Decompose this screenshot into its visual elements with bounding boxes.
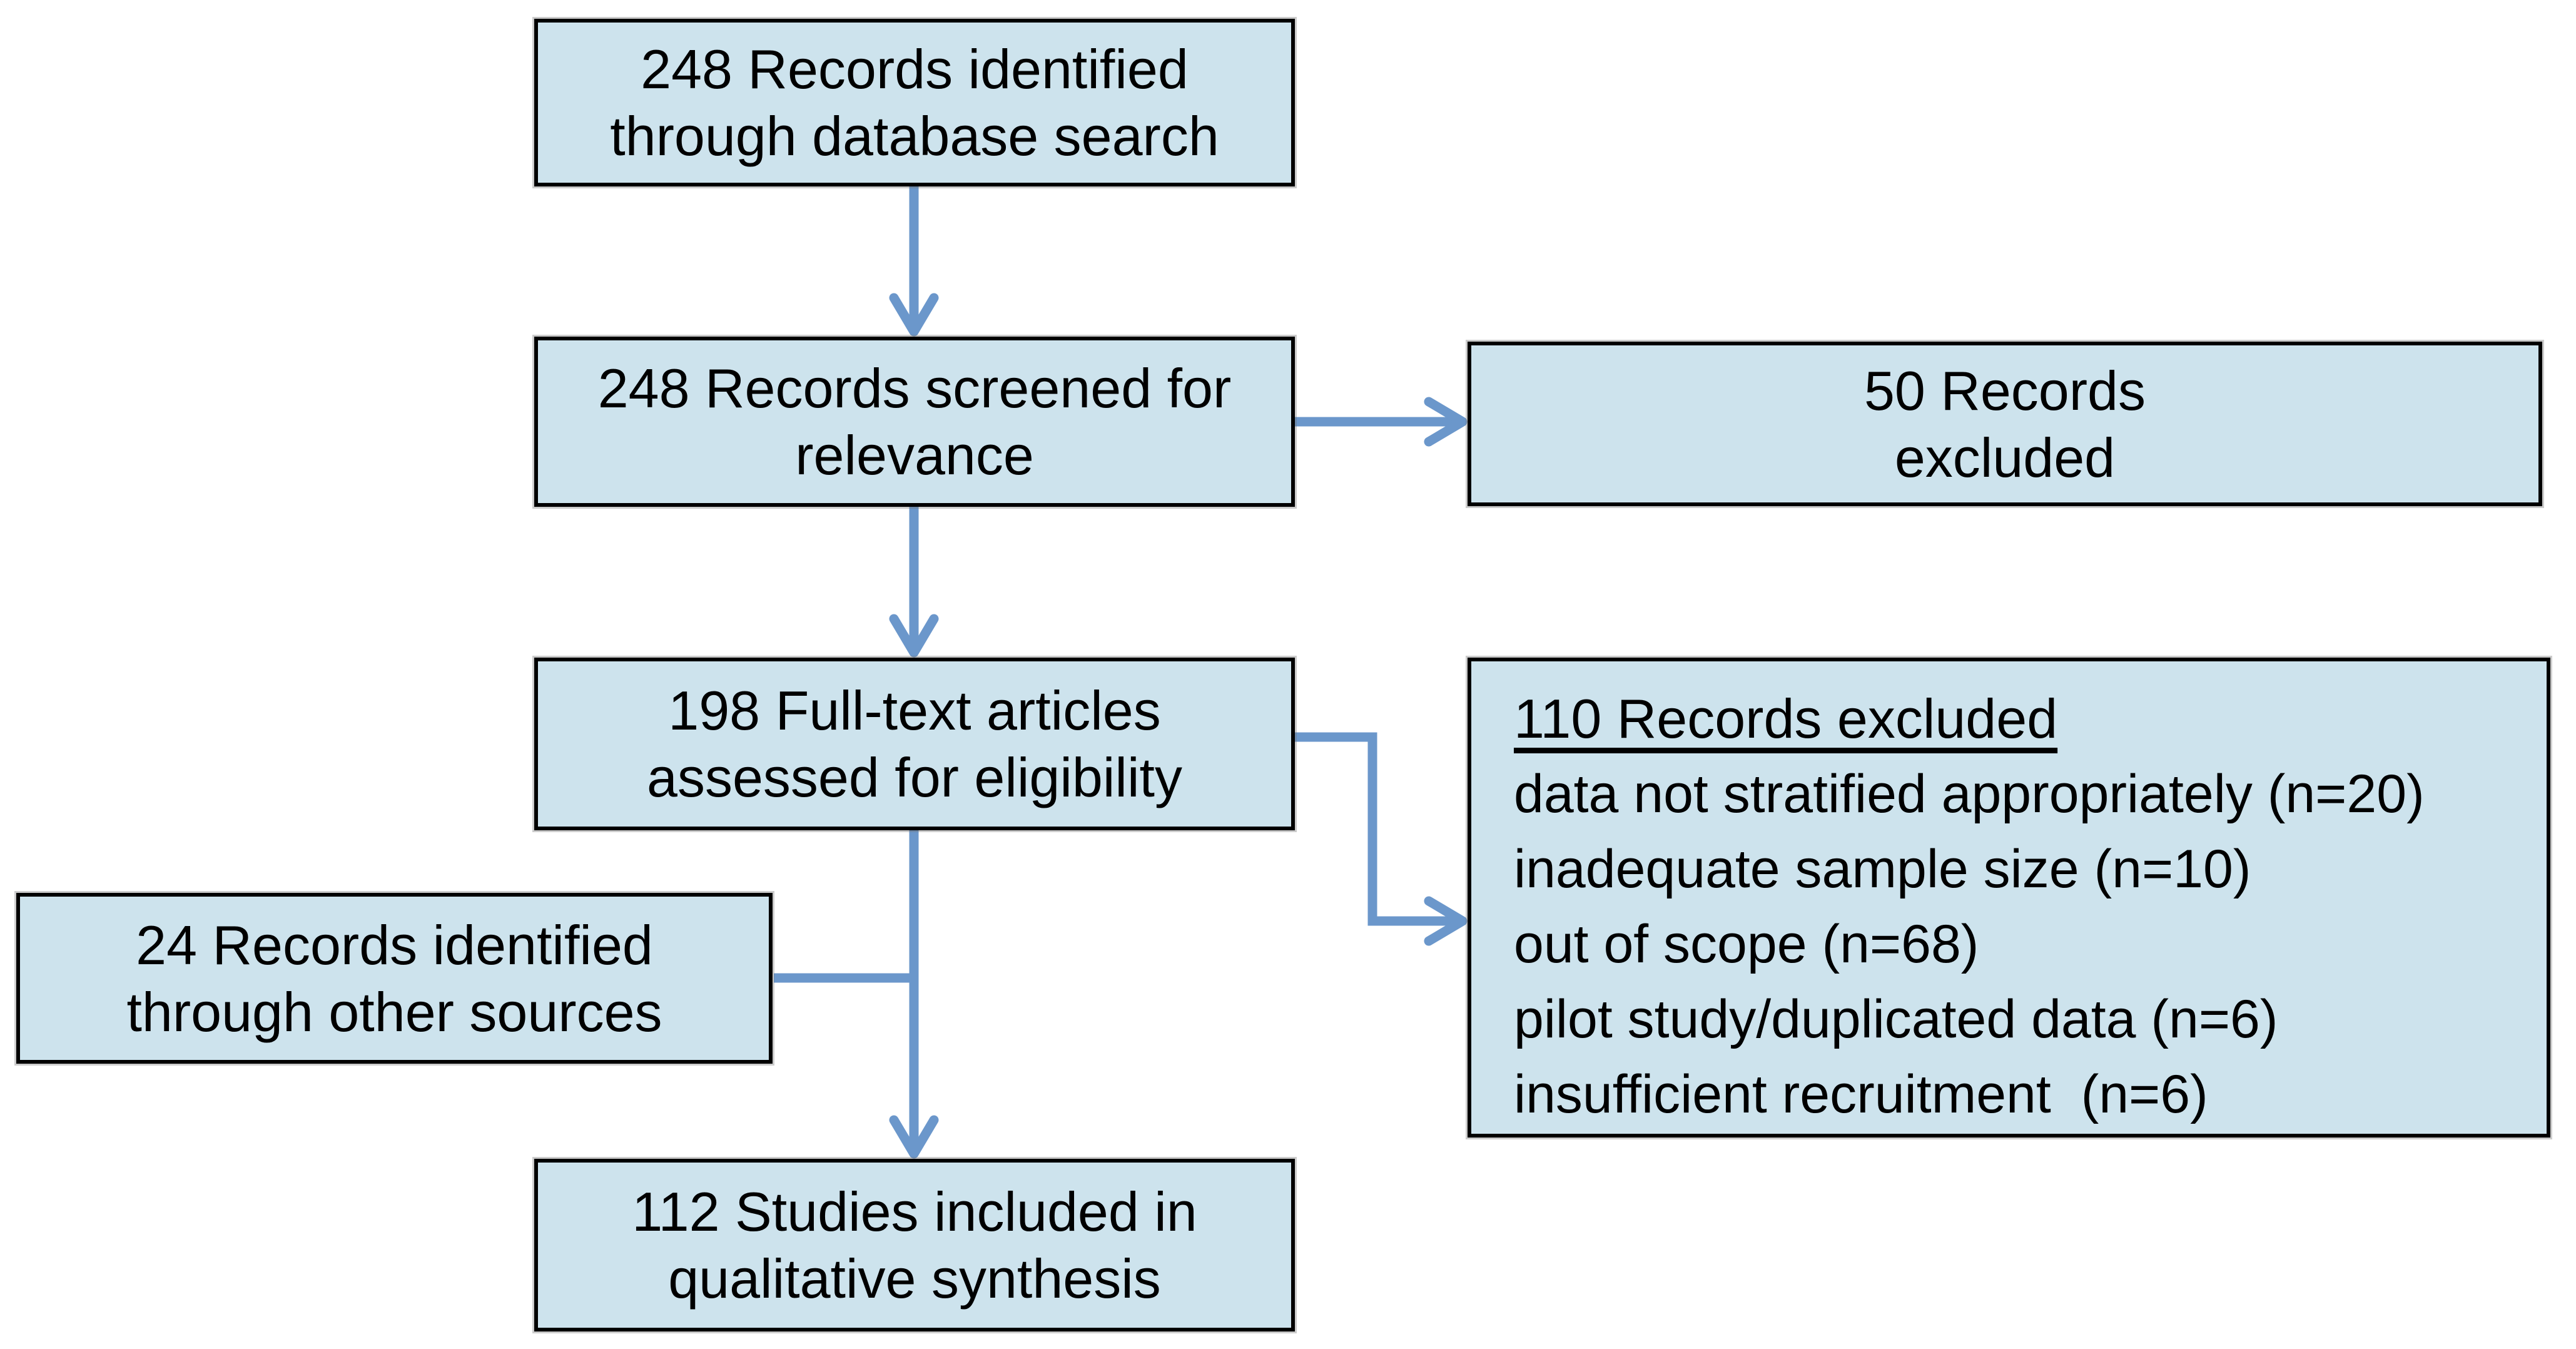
arrow-fulltext-to-excluded110 [1295, 732, 1468, 946]
box-fulltext-assessed-label: 198 Full-text articles assessed for elig… [647, 680, 1182, 808]
box-fulltext-assessed: 198 Full-text articles assessed for elig… [532, 656, 1297, 832]
box-studies-included-label: 112 Studies included in qualitative synt… [632, 1181, 1197, 1310]
excluded-110-title: 110 Records excluded [1514, 688, 2058, 750]
box-records-screened-label: 248 Records screened for relevance [597, 357, 1232, 486]
excluded-110-reason: data not stratified appropriately (n=20) [1514, 764, 2425, 824]
box-records-identified-label: 248 Records identified through database … [610, 38, 1219, 167]
box-records-screened: 248 Records screened for relevance [532, 335, 1297, 509]
box-records-excluded-110: 110 Records excluded data not stratified… [1466, 656, 2552, 1139]
excluded-110-reason: inadequate sample size (n=10) [1514, 839, 2251, 899]
box-records-identified: 248 Records identified through database … [532, 17, 1297, 188]
excluded-110-reason: pilot study/duplicated data (n=6) [1514, 989, 2278, 1049]
excluded-110-reason: insufficient recruitment (n=6) [1514, 1064, 2208, 1124]
box-records-excluded-50: 50 Records excluded [1466, 340, 2544, 508]
box-records-other-sources: 24 Records identified through other sour… [14, 891, 774, 1066]
excluded-110-reason: out of scope (n=68) [1514, 914, 1979, 974]
box-records-excluded-50-label: 50 Records excluded [1864, 359, 2146, 489]
box-records-other-sources-label: 24 Records identified through other sour… [126, 914, 662, 1043]
box-studies-included: 112 Studies included in qualitative synt… [532, 1157, 1297, 1333]
